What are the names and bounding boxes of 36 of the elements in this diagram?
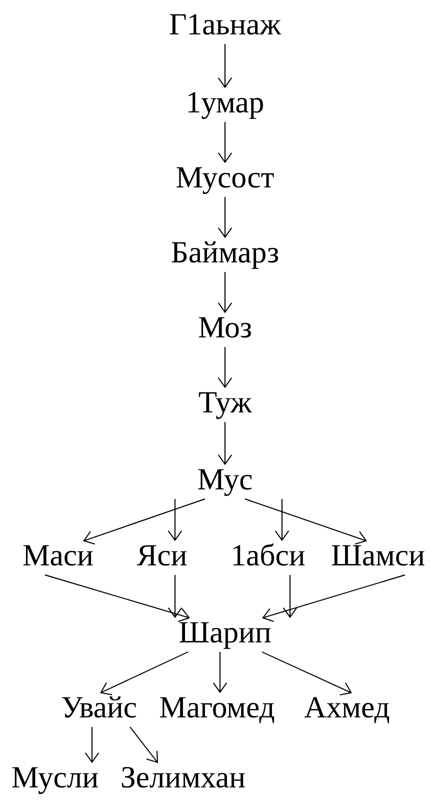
arrow xyxy=(218,272,232,314)
name-text: 1абси xyxy=(233,543,305,566)
name-text: Мус xyxy=(198,469,252,496)
name-text: Баймарз xyxy=(172,241,278,269)
name-text: Мусост xyxy=(176,167,274,194)
name-text: Магомед xyxy=(160,697,274,724)
name-text: 1умар xyxy=(188,92,263,119)
name-text: Моз xyxy=(198,317,251,338)
name-text: Г1аьнаж xyxy=(170,14,282,35)
name-text: Увайс xyxy=(62,696,136,718)
arrow xyxy=(212,652,228,694)
arrow xyxy=(262,651,352,696)
name-text: Мусли xyxy=(12,767,98,794)
arrow xyxy=(83,498,206,545)
name-text: Маси xyxy=(23,545,93,566)
name-text: Шамси xyxy=(332,545,424,566)
name-text: Яси xyxy=(136,545,187,566)
arrow xyxy=(218,122,232,164)
arrow xyxy=(168,574,182,618)
name-text: Шарип xyxy=(180,622,271,649)
arrow xyxy=(100,651,188,696)
arrow xyxy=(218,422,232,466)
name-text: Ахмед xyxy=(304,697,390,724)
arrow xyxy=(84,726,100,764)
arrow xyxy=(218,196,232,238)
name-text: Туж xyxy=(198,392,252,419)
arrow xyxy=(130,726,158,764)
arrow xyxy=(44,574,190,622)
arrow xyxy=(218,346,232,388)
arrow xyxy=(218,44,232,88)
arrow xyxy=(274,498,290,542)
arrow xyxy=(244,498,367,545)
name-text: Зелимхан xyxy=(122,767,245,788)
arrow xyxy=(168,498,182,542)
arrow xyxy=(262,574,406,622)
arrow xyxy=(282,574,298,618)
